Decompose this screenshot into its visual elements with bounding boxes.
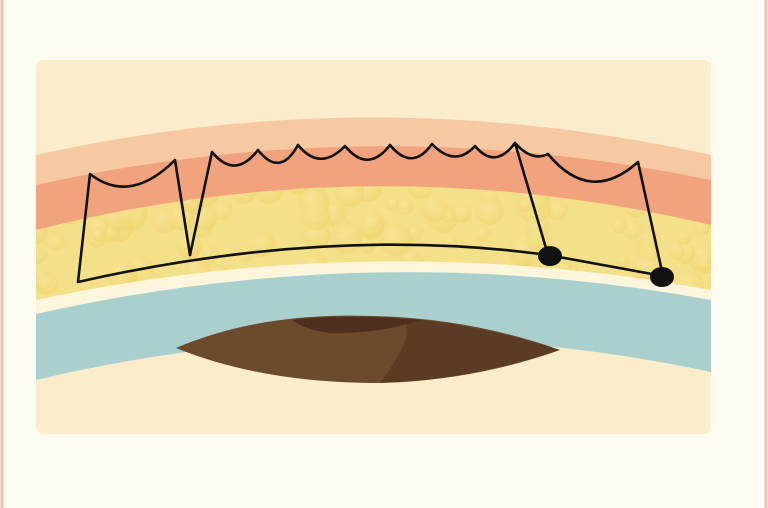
fat-cell (525, 227, 550, 252)
fat-cell (518, 197, 533, 212)
suture-knot-icon (650, 267, 674, 287)
fat-cell (45, 231, 66, 252)
fat-cell (696, 253, 711, 271)
fat-cell (335, 186, 365, 208)
fat-cell (668, 242, 685, 260)
cavity-shadow (292, 316, 560, 383)
fat-cell (421, 195, 448, 222)
fat-cell (197, 243, 220, 266)
fat-cell (474, 225, 490, 242)
suture-right-loop (513, 141, 665, 278)
suture-bottom-line (76, 243, 550, 284)
fat-cell (379, 223, 412, 257)
fat-cell (623, 220, 643, 240)
fat-cell (300, 200, 331, 231)
fat-cell (676, 230, 692, 245)
suture-thread (76, 141, 665, 284)
tissue-cross-section (36, 60, 711, 434)
fat-cell (615, 254, 630, 269)
fat-cell (358, 212, 384, 238)
fat-cell (611, 217, 627, 233)
suture-running-stitch (188, 141, 550, 257)
suture-knot-icon (538, 246, 562, 266)
fat-cell (36, 247, 47, 264)
suture-left-loop (76, 158, 192, 284)
suture-right-bottom (546, 253, 665, 278)
fat-cell (36, 272, 59, 295)
fat-cell (396, 197, 414, 215)
fat-cell (91, 226, 106, 242)
fat-cell (475, 196, 504, 226)
fat-cell (212, 199, 233, 221)
fat-cell (330, 221, 363, 254)
fat-cell (385, 196, 400, 211)
fat-cell (451, 203, 472, 223)
cavity-top-shade (292, 317, 420, 334)
fat-cell (547, 199, 569, 221)
